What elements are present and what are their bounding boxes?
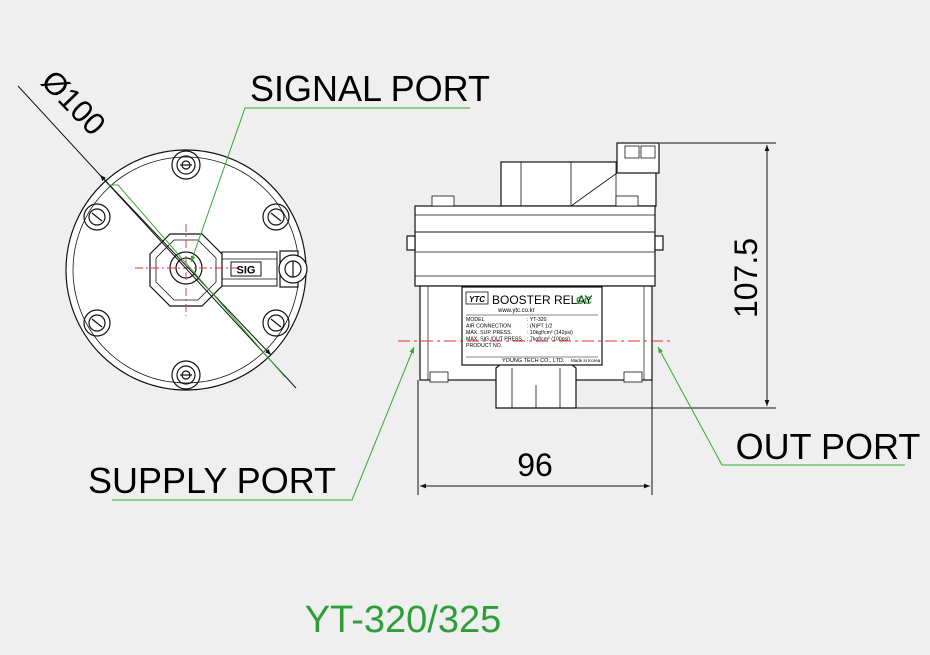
nameplate-row-value: : YT-320 [527,317,547,323]
top-view-leaders [108,107,470,378]
height-dimension-label: 107.5 [728,238,764,318]
cert-mark: CC [576,295,592,307]
front-view-leaders [112,346,905,501]
nameplate-origin: Made in Korea [571,358,601,363]
nameplate-row-value: : (N)PT 1/2 [527,324,552,330]
nameplate-row-label: MAX. SIG./OUT PRESS. [466,337,523,343]
model-label: YT-320/325 [305,599,501,641]
signal-port-leader [190,107,470,263]
height-dimension [576,142,776,409]
nameplate-row-label: PRODUCT NO. [466,343,502,349]
top-view [65,149,308,391]
out-port-leader [657,346,905,466]
nameplate-row-label: MAX. SUP. PRESS. [466,330,512,336]
nameplate-website: www.ytc.co.kr [497,308,535,314]
nameplate-manufacturer: YOUNG TECH CO., LTD. [502,358,565,364]
nameplate-row-label: MODEL [466,317,485,323]
bolt-bottom [171,360,201,390]
width-dimension-label: 96 [517,447,553,483]
supply-port-leader [112,346,415,501]
signal-port-label: SIGNAL PORT [250,68,490,109]
width-dimension [417,380,653,495]
front-view [406,142,664,409]
supply-port-label: SUPPLY PORT [88,460,336,501]
diameter-dimension-arrow [99,174,272,356]
ytc-logo: YTC [469,295,485,304]
out-port-label: OUT PORT [736,426,921,467]
ytc-logo-box [465,291,489,305]
supply-diameter-leader [108,184,286,378]
nameplate-text: YTC BOOSTER RELAY CC www.ytc.co.kr MODEL… [466,293,601,364]
nameplate-row-value: : 7kgf/cm² (100psi) [527,337,570,343]
nameplate-row-value: : 10kgf/cm² (142psi) [527,330,573,336]
nameplate-row-label: AIR CONNECTION [466,324,511,330]
sig-tag-text: SIG [237,265,256,277]
diameter-label: Ø100 [35,63,113,142]
nameplate-title: BOOSTER RELAY [492,293,592,307]
upper-body [414,205,656,287]
